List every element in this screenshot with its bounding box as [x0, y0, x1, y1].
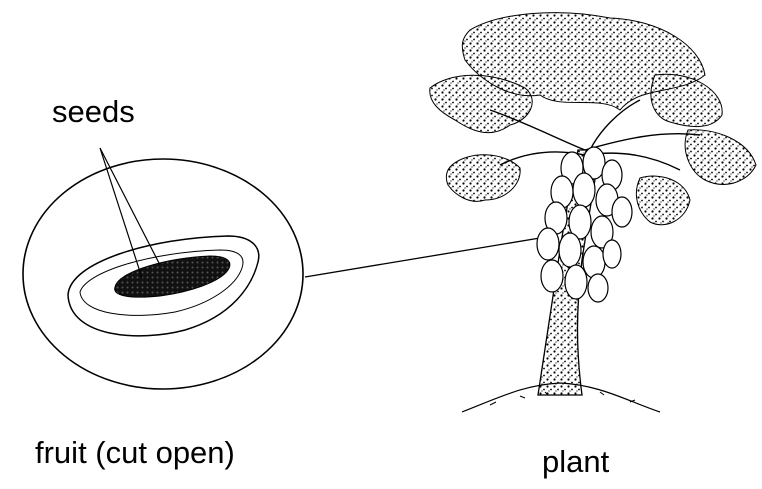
connector-line — [305, 237, 546, 277]
seeds-pointer-line-2 — [100, 148, 160, 265]
papaya-fruit-half — [68, 236, 259, 336]
fruit-caption: fruit (cut open) — [35, 437, 235, 468]
seeds-label: seeds — [52, 96, 135, 127]
papaya-tree — [430, 13, 756, 412]
plant-caption: plant — [542, 446, 609, 477]
fruit-cluster — [537, 147, 632, 302]
